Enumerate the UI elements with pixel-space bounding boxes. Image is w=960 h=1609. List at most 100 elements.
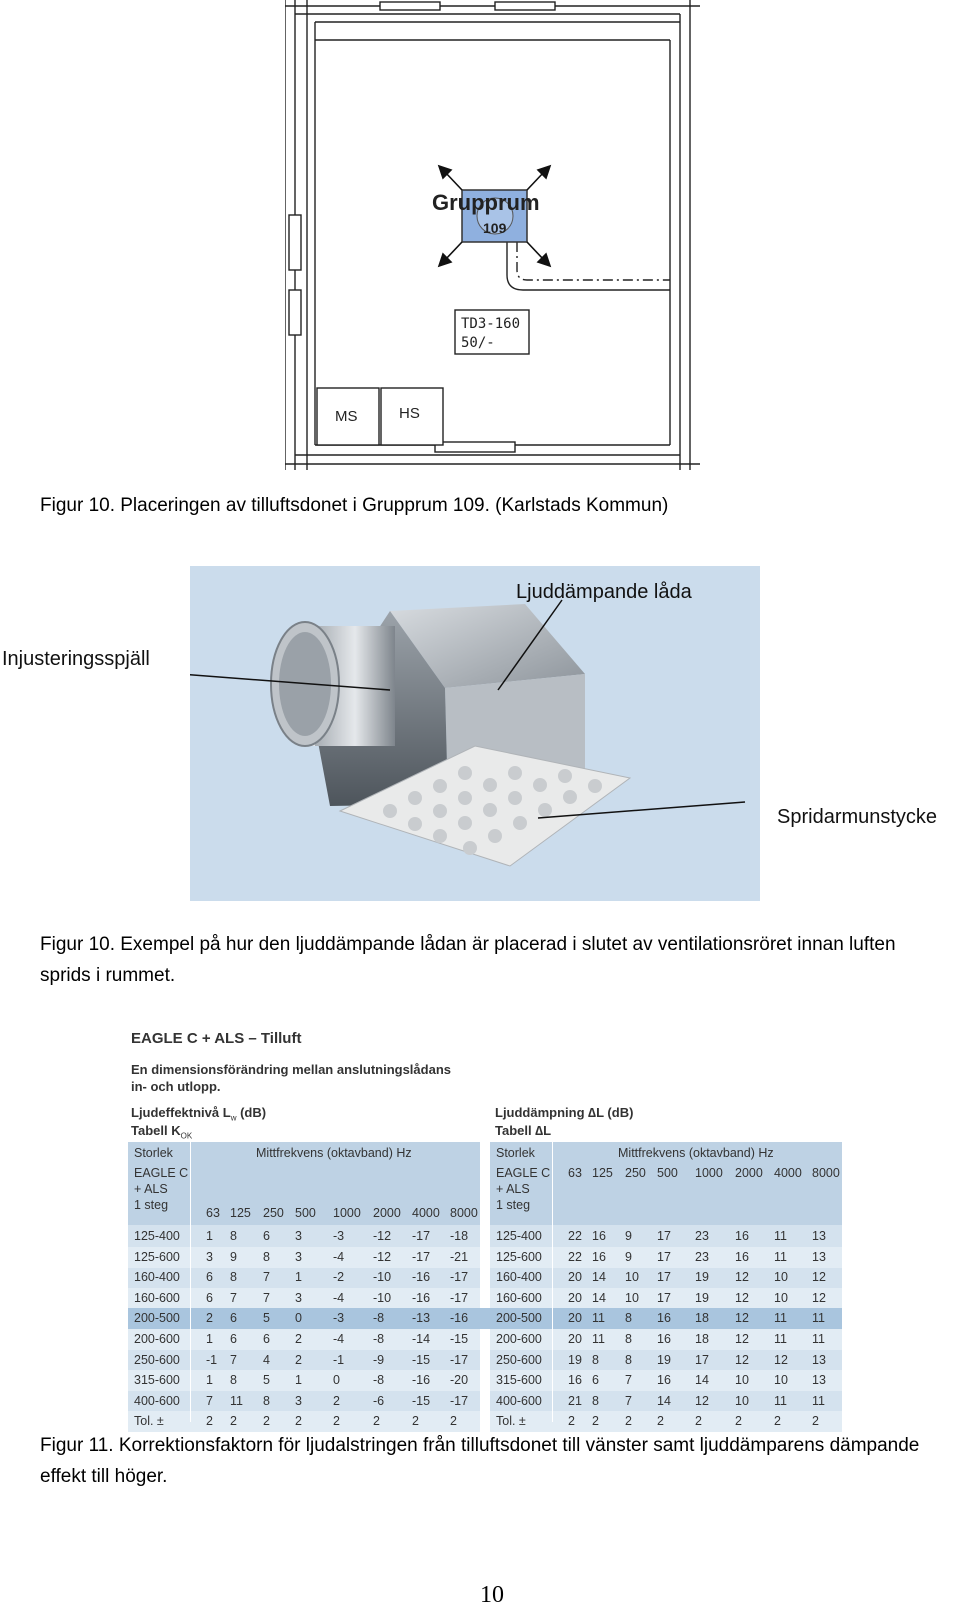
left-freq-header: 2000 xyxy=(373,1206,401,1220)
table-cell: 1 xyxy=(206,1229,213,1243)
table-cell: 9 xyxy=(625,1229,632,1243)
table-cell: -17 xyxy=(412,1229,431,1243)
table-cell: 11 xyxy=(812,1332,825,1346)
table-cell: 12 xyxy=(735,1352,749,1367)
table-cell: 11 xyxy=(774,1311,787,1326)
table-cell: -12 xyxy=(373,1229,392,1243)
table-cell: 16 xyxy=(735,1229,749,1243)
table-cell: 6 xyxy=(230,1311,237,1326)
table-cell: -8 xyxy=(373,1332,385,1346)
table-cell: 14 xyxy=(695,1373,709,1388)
table-cell: 8 xyxy=(625,1332,632,1346)
table-cell: 14 xyxy=(592,1290,606,1305)
table-cell: 14 xyxy=(592,1270,606,1285)
row-size: 315-600 xyxy=(134,1373,180,1388)
table-cell: 12 xyxy=(812,1270,826,1285)
highlight-band-connector xyxy=(480,1308,490,1330)
row-size: 160-600 xyxy=(134,1290,180,1305)
table-cell: 12 xyxy=(735,1270,749,1285)
table-cell: 8 xyxy=(625,1311,632,1326)
row-size: Tol. ± xyxy=(134,1414,164,1429)
left-table-heading: Ljudeffektnivå Lw (dB) xyxy=(131,1105,266,1123)
table-cell: 1 xyxy=(295,1270,302,1285)
table-cell: -17 xyxy=(412,1249,431,1264)
room-label: Grupprum xyxy=(432,190,540,215)
figure-10b-caption: Figur 10. Exempel på hur den ljuddämpand… xyxy=(40,934,896,986)
right-table-divider xyxy=(552,1142,553,1422)
right-col-size: Storlek xyxy=(496,1146,535,1160)
table-cell: 2 xyxy=(295,1352,302,1367)
row-size: 160-400 xyxy=(496,1270,542,1285)
left-product-line1: EAGLE C xyxy=(134,1166,189,1180)
row-size: 400-600 xyxy=(134,1393,180,1408)
table-cell: -17 xyxy=(450,1352,469,1367)
table-cell: 10 xyxy=(735,1393,749,1408)
table-cell: -16 xyxy=(412,1290,431,1305)
table-cell: -16 xyxy=(412,1270,431,1285)
table-cell: 2 xyxy=(450,1414,457,1429)
table-cell: -15 xyxy=(412,1352,431,1367)
table-cell: 2 xyxy=(568,1414,575,1429)
table-cell: 19 xyxy=(695,1290,709,1305)
right-table-subheading: Tabell ∆L xyxy=(495,1123,552,1138)
table-cell: 11 xyxy=(774,1229,787,1243)
table-cell: 20 xyxy=(568,1332,582,1346)
table-cell: 6 xyxy=(263,1229,270,1243)
table-cell: -17 xyxy=(450,1290,469,1305)
table-cell: 6 xyxy=(592,1373,599,1388)
left-heading-sub: w xyxy=(230,1113,237,1123)
table-cell: 12 xyxy=(812,1290,826,1305)
table-cell: -3 xyxy=(333,1229,345,1243)
left-subheading-text: Tabell K xyxy=(131,1123,181,1138)
table-cell: -4 xyxy=(333,1290,345,1305)
row-size: 400-600 xyxy=(496,1393,542,1408)
table-cell: 2 xyxy=(774,1414,781,1429)
row-size: 200-600 xyxy=(134,1332,180,1346)
table-cell: 14 xyxy=(657,1393,671,1408)
table-cell: 12 xyxy=(695,1393,709,1408)
table-cell: 13 xyxy=(812,1352,826,1367)
table-cell: 2 xyxy=(206,1311,213,1326)
device-tag-line2: 50/- xyxy=(461,335,495,351)
table-cell: 7 xyxy=(263,1290,270,1305)
left-freq-header: 125 xyxy=(230,1206,251,1220)
table-cell: 19 xyxy=(657,1352,671,1367)
table-cell: 1 xyxy=(206,1373,213,1388)
table-cell: 2 xyxy=(412,1414,419,1429)
table-cell: 17 xyxy=(657,1270,671,1285)
table-cell: 2 xyxy=(263,1414,270,1429)
table-cell: 6 xyxy=(206,1270,213,1285)
row-size: Tol. ± xyxy=(496,1414,526,1429)
right-table-header xyxy=(490,1142,842,1225)
table-cell: 7 xyxy=(625,1393,632,1408)
row-size: 315-600 xyxy=(496,1373,542,1388)
table-cell: -10 xyxy=(373,1290,392,1305)
table-cell: -21 xyxy=(450,1249,469,1264)
table-cell: -9 xyxy=(373,1352,385,1367)
table-cell: 0 xyxy=(333,1373,340,1388)
table-cell: 19 xyxy=(695,1270,709,1285)
table-cell: -16 xyxy=(450,1311,469,1326)
table-cell: -13 xyxy=(412,1311,431,1326)
cabinet-label-ms: MS xyxy=(335,408,358,425)
table-cell: -4 xyxy=(333,1249,345,1264)
table-cell: 16 xyxy=(657,1332,671,1346)
table-cell: 4 xyxy=(263,1352,270,1367)
table-cell: 22 xyxy=(568,1249,582,1264)
right-product-line1: EAGLE C xyxy=(496,1166,551,1180)
table-cell: 1 xyxy=(206,1332,213,1346)
left-freq-header: 250 xyxy=(263,1206,284,1220)
table-cell: 12 xyxy=(735,1332,749,1346)
table-cell: -8 xyxy=(373,1373,385,1388)
table-cell: 16 xyxy=(592,1229,606,1243)
table-cell: -17 xyxy=(450,1393,469,1408)
table-cell: 18 xyxy=(695,1332,709,1346)
table-cell: 16 xyxy=(735,1249,749,1264)
